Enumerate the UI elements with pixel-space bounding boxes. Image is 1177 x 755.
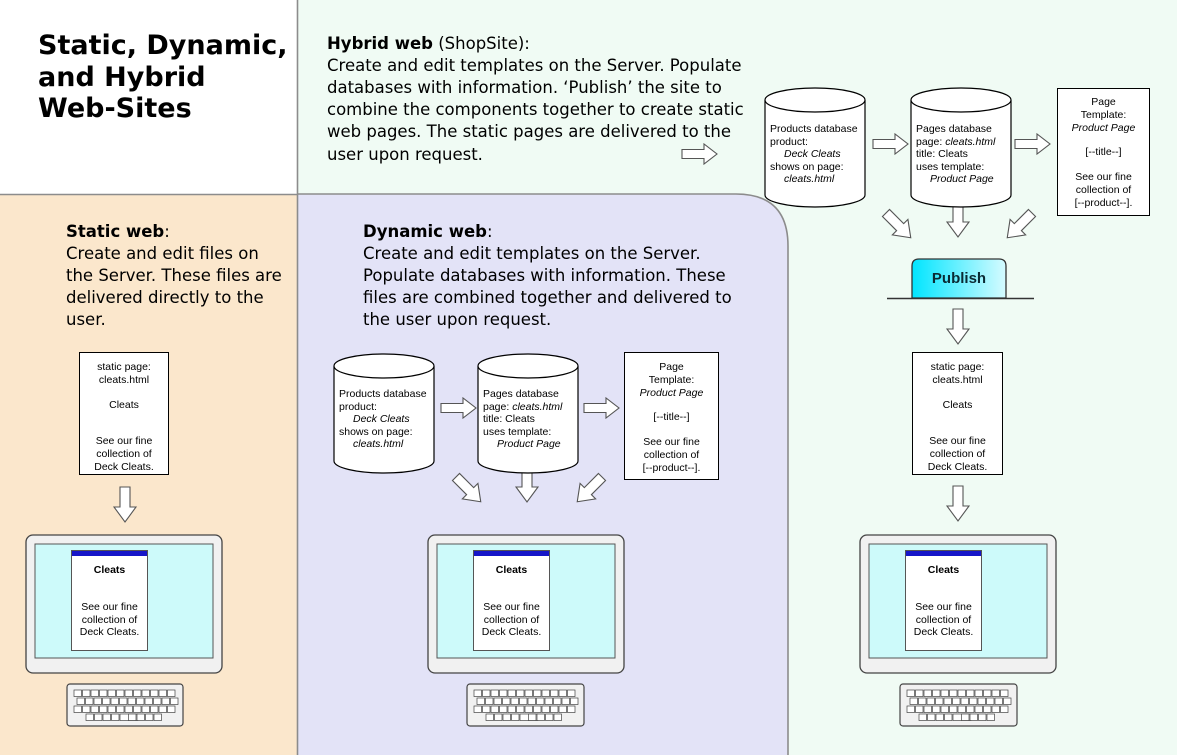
static-heading-colon: :	[164, 222, 170, 241]
hybrid-products-database: Products database product: Deck Cleats s…	[764, 87, 866, 209]
dynamic-section-text: Dynamic web: Create and edit templates o…	[363, 221, 743, 332]
template-line-4: [--title--]	[653, 411, 690, 424]
screen-page-body-2: collection of	[81, 613, 138, 626]
browser-title-bar	[72, 551, 147, 556]
screen-page-body-1: See our fine	[483, 600, 540, 613]
products-db-line-3: Deck Cleats	[353, 413, 410, 426]
hybrid-subheading: (ShopSite):	[432, 34, 530, 53]
dynamic-description: Create and edit templates on the Server.…	[363, 244, 732, 330]
static-page-title: Cleats	[109, 398, 139, 411]
products-db-line-4: shows on page:	[339, 425, 413, 438]
static-page-label: static page:	[97, 361, 151, 373]
hybrid-template-line-5: See our fine	[1075, 171, 1132, 184]
hybrid-pages-database: Pages database page: cleats.html title: …	[910, 87, 1012, 209]
hybrid-template-line-1: Page	[1091, 96, 1116, 108]
hybrid-products-db-line-2: product:	[770, 135, 808, 148]
dynamic-pages-database: Pages database page: cleats.html title: …	[477, 353, 579, 475]
products-db-line-1: Products database	[339, 388, 427, 400]
hybrid-static-page-body-2: collection of	[929, 448, 986, 461]
screen-page-title: Cleats	[93, 564, 126, 576]
hybrid-pages-db-line-1: Pages database	[916, 123, 992, 135]
hybrid-static-page-document: static page: cleats.html Cleats See our …	[912, 352, 1003, 475]
screen-page-body-3: Deck Cleats.	[913, 626, 974, 639]
browser-title-bar	[906, 551, 981, 556]
hybrid-static-page-title: Cleats	[942, 398, 973, 411]
static-page-body-2: collection of	[96, 448, 152, 461]
hybrid-products-db-line-4: shows on page:	[770, 160, 844, 173]
static-section-text: Static web: Create and edit files on the…	[66, 221, 286, 332]
screen-page-body-1: See our fine	[81, 600, 138, 613]
dynamic-screen-page: Cleats See our fine collection of Deck C…	[473, 550, 550, 651]
hybrid-pages-db-line-2: page: cleats.html	[916, 136, 1016, 149]
hybrid-pages-db-line-2b: cleats.html	[945, 135, 996, 148]
hybrid-static-page-filename: cleats.html	[932, 373, 983, 386]
static-page-body-1: See our fine	[95, 435, 153, 448]
screen-page-body-3: Deck Cleats.	[79, 626, 140, 639]
hybrid-template-line-7: [--product--].	[1074, 196, 1133, 209]
pages-db-line-4: uses template:	[483, 425, 552, 438]
template-line-3: Product Page	[639, 386, 704, 399]
publish-label: Publish	[931, 270, 987, 287]
hybrid-static-page-body-1: See our fine	[929, 435, 986, 448]
hybrid-template-line-6: collection of	[1075, 183, 1132, 196]
hybrid-heading: Hybrid web	[327, 34, 433, 53]
pages-db-line-2a: page:	[483, 400, 513, 413]
hybrid-pages-db-line-3: title: Cleats	[916, 148, 968, 161]
dynamic-products-database: Products database product: Deck Cleats s…	[333, 353, 435, 475]
static-page-filename: cleats.html	[98, 373, 150, 386]
dynamic-heading-colon: :	[486, 222, 493, 241]
hybrid-products-db-line-1: Products database	[770, 123, 858, 135]
static-page-document: static page: cleats.html Cleats See our …	[79, 352, 169, 475]
screen-page-body-2: collection of	[915, 613, 972, 626]
hybrid-template-line-4: [--title--]	[1085, 146, 1122, 159]
hybrid-static-page-label: static page:	[930, 361, 985, 373]
static-screen-page: Cleats See our fine collection of Deck C…	[71, 550, 148, 651]
screen-page-body-2: collection of	[483, 613, 540, 626]
hybrid-products-db-line-3: Deck Cleats	[784, 148, 841, 161]
hybrid-static-page-body-3: Deck Cleats.	[927, 460, 988, 473]
template-line-1: Page	[659, 361, 684, 373]
hybrid-pages-db-line-5: Product Page	[930, 173, 994, 186]
template-line-2: Template:	[648, 373, 695, 386]
static-description: Create and edit files on the Server. The…	[66, 244, 282, 330]
hybrid-template-document: Page Template: Product Page [--title--] …	[1057, 88, 1150, 216]
template-line-7: [--product--].	[642, 461, 701, 474]
hybrid-products-db-line-5: cleats.html	[784, 173, 835, 186]
pages-db-line-2: page: cleats.html	[483, 401, 583, 414]
static-page-body-3: Deck Cleats.	[94, 460, 154, 473]
template-line-6: collection of	[643, 448, 700, 461]
page-title: Static, Dynamic, and Hybrid Web-Sites	[38, 30, 288, 125]
screen-page-body-1: See our fine	[915, 600, 972, 613]
browser-title-bar	[474, 551, 549, 556]
hybrid-screen-page: Cleats See our fine collection of Deck C…	[905, 550, 982, 651]
template-line-5: See our fine	[643, 436, 700, 449]
hybrid-template-line-3: Product Page	[1071, 121, 1136, 134]
screen-page-title: Cleats	[495, 564, 528, 576]
products-db-line-5: cleats.html	[353, 438, 404, 451]
screen-page-title: Cleats	[927, 564, 960, 576]
dynamic-heading: Dynamic web	[363, 222, 487, 241]
static-heading: Static web	[66, 222, 165, 241]
pages-db-line-1: Pages database	[483, 388, 559, 400]
pages-db-line-5: Product Page	[497, 438, 561, 451]
hybrid-section-text: Hybrid web (ShopSite): Create and edit t…	[327, 33, 747, 166]
hybrid-pages-db-line-4: uses template:	[916, 160, 985, 173]
screen-page-body-3: Deck Cleats.	[481, 626, 542, 639]
hybrid-description: Create and edit templates on the Server.…	[327, 56, 744, 164]
hybrid-template-line-2: Template:	[1080, 108, 1127, 121]
hybrid-pages-db-line-2a: page:	[916, 135, 946, 148]
products-db-line-2: product:	[339, 400, 377, 413]
pages-db-line-2b: cleats.html	[512, 400, 563, 413]
dynamic-template-document: Page Template: Product Page [--title--] …	[624, 352, 719, 480]
pages-db-line-3: title: Cleats	[483, 413, 535, 426]
